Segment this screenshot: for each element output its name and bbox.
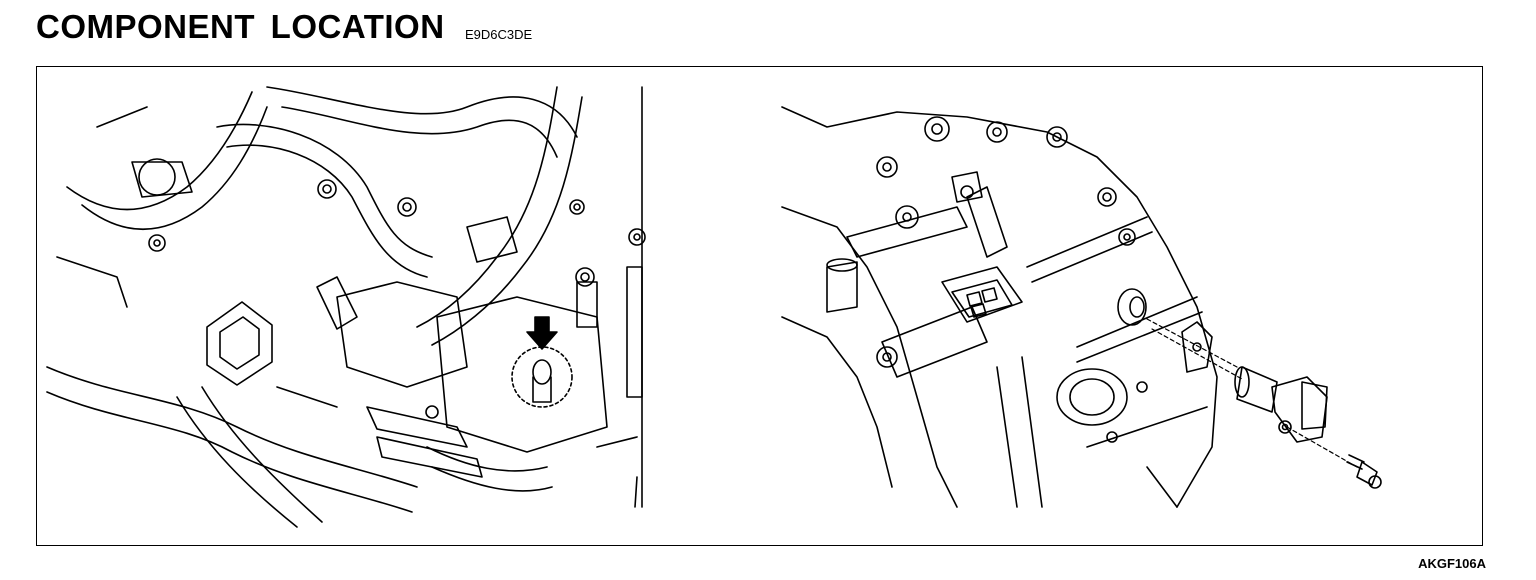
figure-reference-id: AKGF106A [1418, 556, 1486, 571]
page-title: COMPONENT LOCATION [36, 8, 445, 45]
illustration [46, 86, 1382, 528]
figure-frame [36, 66, 1483, 546]
transaxle-illustration [781, 106, 1382, 508]
document-code: E9D6C3DE [465, 27, 533, 42]
engine-bay-illustration [46, 86, 646, 528]
